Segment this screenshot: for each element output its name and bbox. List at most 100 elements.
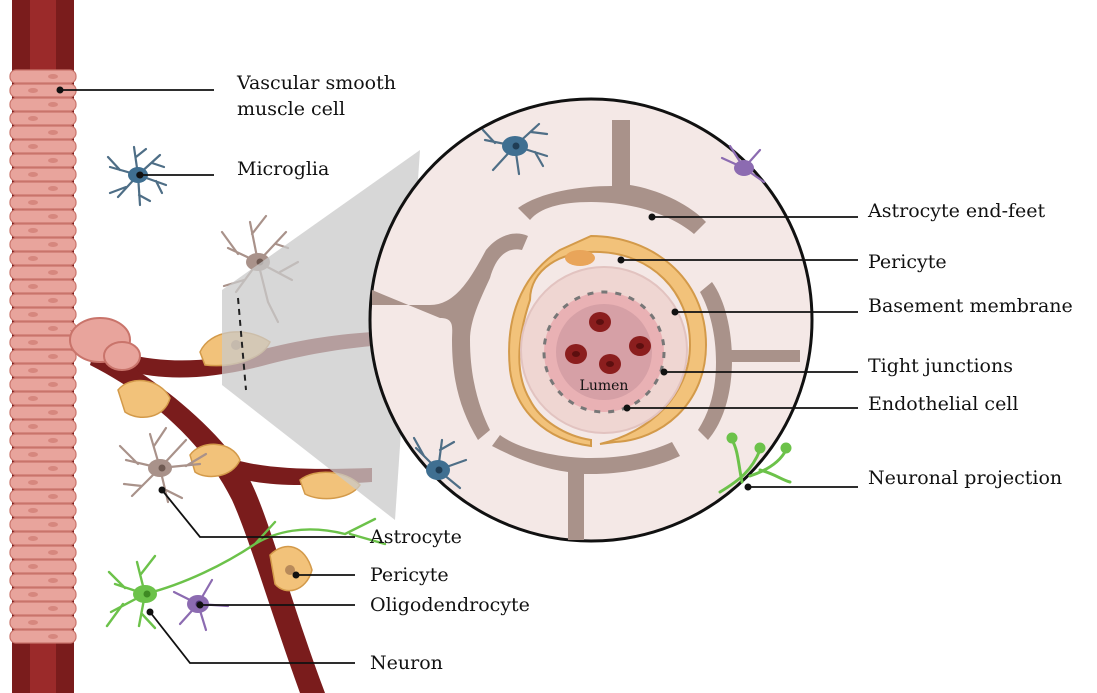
- smooth-muscle-segment: [10, 308, 76, 321]
- smooth-muscle-nucleus: [48, 158, 58, 163]
- smooth-muscle-nucleus: [48, 298, 58, 303]
- label-neuron: Neuron: [370, 652, 443, 674]
- smooth-muscle-segment: [10, 546, 76, 559]
- smooth-muscle-nucleus: [48, 130, 58, 135]
- smooth-muscle-nucleus: [28, 340, 38, 345]
- smooth-muscle-nucleus: [28, 256, 38, 261]
- smooth-muscle-segment: [10, 210, 76, 223]
- smooth-muscle-nucleus: [48, 214, 58, 219]
- smooth-muscle-nucleus: [48, 410, 58, 415]
- smooth-muscle-nucleus: [48, 606, 58, 611]
- smooth-muscle-segment: [10, 518, 76, 531]
- smooth-muscle-segment: [10, 490, 76, 503]
- label-microglia: Microglia: [237, 158, 329, 180]
- smooth-muscle-segment: [10, 238, 76, 251]
- smooth-muscle-nucleus: [48, 550, 58, 555]
- label-pericyte-left: Pericyte: [370, 564, 449, 586]
- smooth-muscle-segment: [10, 392, 76, 405]
- smooth-muscle-segment: [10, 504, 76, 517]
- smooth-muscle-nucleus: [48, 270, 58, 275]
- smooth-muscle-nucleus: [28, 620, 38, 625]
- smooth-muscle-nucleus: [48, 354, 58, 359]
- smooth-muscle-segment: [10, 350, 76, 363]
- smooth-muscle-segment: [10, 196, 76, 209]
- smooth-muscle-nucleus: [48, 438, 58, 443]
- smooth-muscle-nucleus: [48, 466, 58, 471]
- smooth-muscle-segment: [10, 462, 76, 475]
- smooth-muscle-nucleus: [48, 634, 58, 639]
- smooth-muscle-nucleus: [48, 522, 58, 527]
- smooth-muscle-segment: [10, 168, 76, 181]
- smooth-muscle-segment: [10, 378, 76, 391]
- zoom-cross-section: Lumen: [370, 99, 812, 541]
- smooth-muscle-nucleus: [48, 102, 58, 107]
- smooth-muscle-nucleus: [28, 424, 38, 429]
- smooth-muscle-segment: [10, 630, 76, 643]
- smooth-muscle-segment: [10, 182, 76, 195]
- smooth-muscle-nucleus: [28, 228, 38, 233]
- label-basement-membrane: Basement membrane: [868, 295, 1073, 317]
- smooth-muscle-nucleus: [28, 172, 38, 177]
- smooth-muscle-segment: [10, 336, 76, 349]
- smooth-muscle-band: [10, 70, 76, 643]
- smooth-muscle-nucleus: [28, 452, 38, 457]
- label-oligodendrocyte: Oligodendrocyte: [370, 594, 530, 616]
- smooth-muscle-segment: [10, 294, 76, 307]
- smooth-muscle-segment: [10, 252, 76, 265]
- lumen-label: Lumen: [580, 378, 629, 394]
- main-blood-vessel: [10, 0, 76, 693]
- label-endothelial-cell: Endothelial cell: [868, 393, 1018, 415]
- smooth-muscle-nucleus: [28, 200, 38, 205]
- label-vascular-smooth-muscle-line2: muscle cell: [237, 98, 345, 120]
- smooth-muscle-nucleus: [28, 508, 38, 513]
- smooth-muscle-segment: [10, 560, 76, 573]
- smooth-muscle-nucleus: [48, 326, 58, 331]
- label-vascular-smooth-muscle-line1: Vascular smooth: [236, 72, 396, 94]
- smooth-muscle-nucleus: [28, 368, 38, 373]
- smooth-muscle-segment: [10, 420, 76, 433]
- smooth-muscle-segment: [10, 70, 76, 83]
- smooth-muscle-nucleus: [28, 536, 38, 541]
- label-neuronal-projection: Neuronal projection: [868, 467, 1062, 489]
- smooth-muscle-nucleus: [28, 88, 38, 93]
- smooth-muscle-nucleus: [28, 116, 38, 121]
- smooth-muscle-segment: [10, 126, 76, 139]
- smooth-muscle-nucleus: [28, 396, 38, 401]
- smooth-muscle-nucleus: [28, 312, 38, 317]
- smooth-muscle-segment: [10, 532, 76, 545]
- smooth-muscle-segment: [10, 574, 76, 587]
- smooth-muscle-nucleus: [48, 242, 58, 247]
- label-astrocyte-end-feet: Astrocyte end-feet: [867, 200, 1046, 222]
- label-pericyte-right: Pericyte: [868, 251, 947, 273]
- smooth-muscle-nucleus: [48, 74, 58, 79]
- pericyte-nucleus: [565, 250, 595, 266]
- smooth-muscle-nucleus: [48, 494, 58, 499]
- smooth-muscle-segment: [10, 266, 76, 279]
- smooth-muscle-nucleus: [48, 186, 58, 191]
- smooth-muscle-segment: [10, 406, 76, 419]
- label-astrocyte: Astrocyte: [369, 526, 462, 548]
- smooth-muscle-nucleus: [28, 564, 38, 569]
- label-tight-junctions: Tight junctions: [868, 355, 1013, 377]
- smooth-muscle-segment: [10, 602, 76, 615]
- smooth-muscle-segment: [10, 112, 76, 125]
- smooth-muscle-segment: [10, 140, 76, 153]
- smooth-muscle-segment: [10, 280, 76, 293]
- smooth-muscle-nucleus: [28, 144, 38, 149]
- smooth-muscle-nucleus: [28, 284, 38, 289]
- smooth-muscle-segment: [10, 476, 76, 489]
- smooth-muscle-nucleus: [48, 578, 58, 583]
- smooth-muscle-segment: [10, 364, 76, 377]
- smooth-muscle-nucleus: [28, 480, 38, 485]
- smooth-muscle-segment: [10, 98, 76, 111]
- smooth-muscle-segment: [10, 434, 76, 447]
- smooth-muscle-segment: [10, 224, 76, 237]
- smooth-muscle-segment: [10, 154, 76, 167]
- smooth-muscle-segment: [10, 448, 76, 461]
- smooth-muscle-segment: [10, 588, 76, 601]
- smooth-muscle-nucleus: [48, 382, 58, 387]
- smooth-muscle-nucleus: [28, 592, 38, 597]
- smooth-muscle-segment: [10, 616, 76, 629]
- smooth-muscle-segment: [10, 322, 76, 335]
